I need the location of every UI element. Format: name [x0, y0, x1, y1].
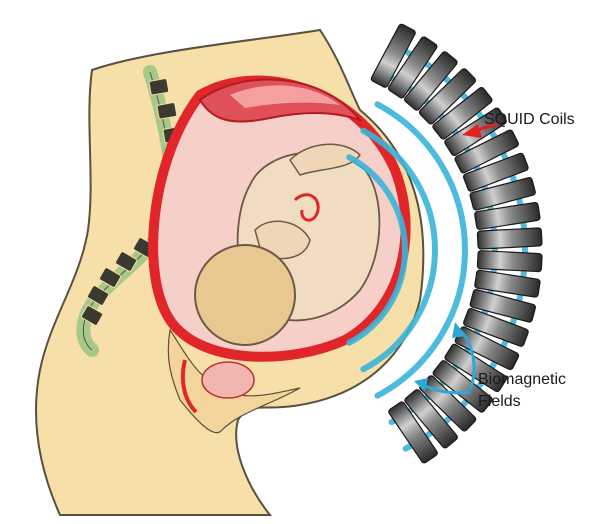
bladder [202, 362, 254, 398]
biomagnetic-label-line1: Biomagnetic [478, 370, 566, 390]
vertebra [149, 78, 169, 95]
vertebra [157, 102, 177, 119]
squid-coil [477, 251, 542, 272]
squid-coils-label: SQUID Coils [484, 110, 575, 130]
biomagnetic-label-line2: Fields [478, 392, 521, 412]
squid-coil [477, 228, 542, 249]
fetal-head [195, 245, 295, 345]
